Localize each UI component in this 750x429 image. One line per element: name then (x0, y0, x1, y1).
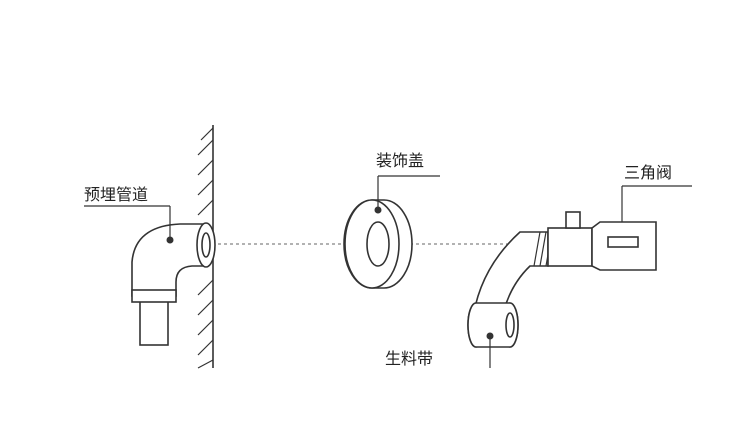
embedded-pipe (84, 205, 216, 346)
decorative-cover (343, 175, 440, 289)
angle-valve (467, 185, 692, 368)
angle-valve-label: 三角阀 (624, 163, 672, 182)
ptfe-tape-label: 生料带 (385, 349, 433, 368)
embedded-pipe-label: 预埋管道 (84, 185, 148, 204)
decorative-cover-label: 装饰盖 (376, 151, 424, 170)
